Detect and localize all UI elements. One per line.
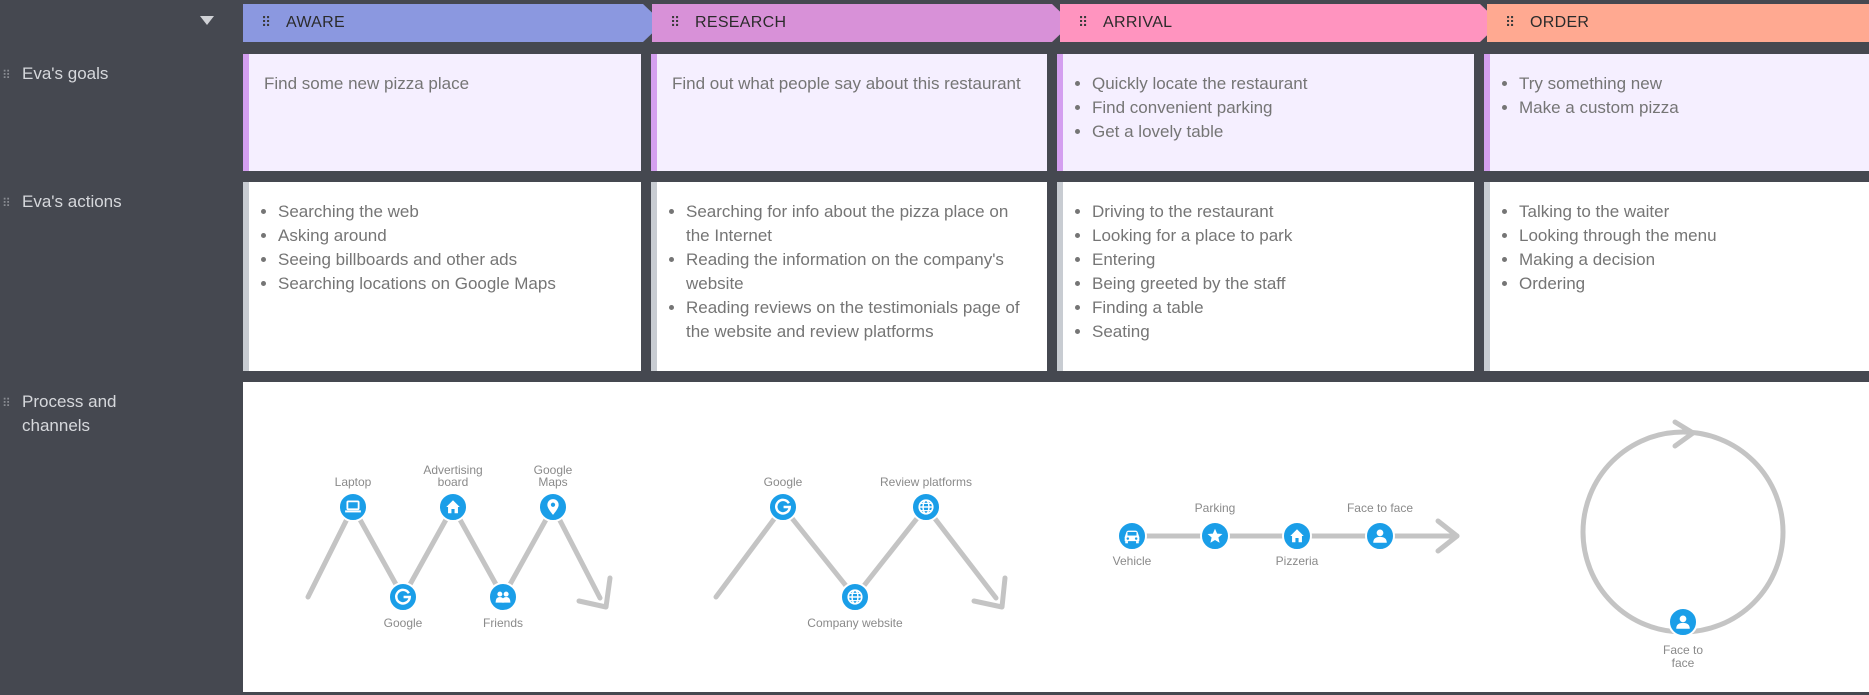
stage-name: ARRIVAL (1103, 14, 1173, 31)
goal-card-aware[interactable]: Find some new pizza place (243, 54, 641, 171)
stage-header-shape (243, 4, 663, 42)
node-label: Google (534, 463, 573, 477)
node-label: Google (764, 475, 803, 489)
drag-handle-icon[interactable]: ⠿ (261, 14, 272, 30)
list-item: Find convenient parking (1092, 96, 1456, 120)
goal-list: Try something new Make a custom pizza (1505, 72, 1851, 120)
laptop-icon[interactable] (338, 492, 368, 522)
collapse-toggle-icon[interactable] (200, 16, 214, 25)
row-drag-handle-icon[interactable]: ⠿ (2, 396, 11, 410)
goal-card-order[interactable]: Try something new Make a custom pizza (1484, 54, 1869, 171)
stage-header-research[interactable]: ⠿ RESEARCH (652, 4, 1072, 42)
node-label: board (438, 475, 469, 489)
home-icon[interactable] (1282, 521, 1312, 551)
stage-name: RESEARCH (695, 14, 787, 31)
process-channels-panel[interactable]: Laptop Google Advertising board Friends … (243, 382, 1869, 692)
person-icon[interactable] (1365, 521, 1395, 551)
list-item: Seating (1092, 320, 1456, 344)
node-label: Laptop (335, 475, 372, 489)
list-item: Looking through the menu (1519, 224, 1851, 248)
goal-text: Find out what people say about this rest… (672, 74, 1021, 93)
home-icon[interactable] (438, 492, 468, 522)
node-label: Friends (483, 616, 523, 630)
list-item: Talking to the waiter (1519, 200, 1851, 224)
list-item: Quickly locate the restaurant (1092, 72, 1456, 96)
google-icon[interactable] (388, 582, 418, 612)
node-label: Pizzeria (1276, 554, 1319, 568)
stage-header-shape (1060, 4, 1500, 42)
row-label-actions: Eva's actions (22, 192, 122, 211)
action-card-order[interactable]: Talking to the waiter Looking through th… (1484, 182, 1869, 371)
people-icon[interactable] (488, 582, 518, 612)
list-item: Asking around (278, 224, 623, 248)
stage-header-shape (652, 4, 1072, 42)
list-item: Seeing billboards and other ads (278, 248, 623, 272)
list-item: Reading reviews on the testimonials page… (686, 296, 1029, 344)
list-item: Looking for a place to park (1092, 224, 1456, 248)
stage-header-order[interactable]: ⠿ ORDER (1487, 4, 1869, 42)
google-icon[interactable] (768, 492, 798, 522)
list-item: Driving to the restaurant (1092, 200, 1456, 224)
node-label: Vehicle (1113, 554, 1152, 568)
goal-list: Quickly locate the restaurant Find conve… (1078, 72, 1456, 144)
aware-channel-path (305, 504, 613, 610)
node-label: Parking (1195, 501, 1236, 515)
list-item: Ordering (1519, 272, 1851, 296)
order-channel-loop (1580, 419, 1786, 635)
stage-name: ORDER (1530, 14, 1590, 31)
row-label-line: channels (22, 416, 91, 435)
drag-handle-icon[interactable]: ⠿ (670, 14, 681, 30)
node-label: face (1672, 656, 1695, 670)
row-label-goals: Eva's goals (22, 64, 109, 83)
stage-name: AWARE (286, 14, 345, 31)
stage-header-shape (1487, 4, 1869, 42)
action-list: Searching for info about the pizza place… (672, 200, 1029, 344)
list-item: Try something new (1519, 72, 1851, 96)
node-label: Advertising (423, 463, 482, 477)
list-item: Searching for info about the pizza place… (686, 200, 1029, 248)
goal-card-research[interactable]: Find out what people say about this rest… (651, 54, 1047, 171)
list-item: Making a decision (1519, 248, 1851, 272)
stage-header-arrival[interactable]: ⠿ ARRIVAL (1060, 4, 1500, 42)
list-item: Searching the web (278, 200, 623, 224)
list-item: Reading the information on the company's… (686, 248, 1029, 296)
node-label: Google (384, 616, 423, 630)
list-item: Finding a table (1092, 296, 1456, 320)
list-item: Searching locations on Google Maps (278, 272, 623, 296)
process-diagram: Laptop Google Advertising board Friends … (305, 419, 1786, 670)
list-item: Being greeted by the staff (1092, 272, 1456, 296)
action-card-arrival[interactable]: Driving to the restaurant Looking for a … (1057, 182, 1474, 371)
row-label-process: Process and channels (22, 390, 117, 438)
globe-icon[interactable] (911, 492, 941, 522)
star-icon[interactable] (1200, 521, 1230, 551)
globe-icon[interactable] (840, 582, 870, 612)
action-list: Talking to the waiter Looking through th… (1505, 200, 1851, 296)
node-label: Review platforms (880, 475, 972, 489)
list-item: Entering (1092, 248, 1456, 272)
action-list: Searching the web Asking around Seeing b… (264, 200, 623, 296)
row-drag-handle-icon[interactable]: ⠿ (2, 68, 11, 82)
action-card-research[interactable]: Searching for info about the pizza place… (651, 182, 1047, 371)
drag-handle-icon[interactable]: ⠿ (1078, 14, 1089, 30)
node-label: Face to (1663, 643, 1703, 657)
action-list: Driving to the restaurant Looking for a … (1078, 200, 1456, 344)
goal-text: Find some new pizza place (264, 74, 470, 93)
list-item: Get a lovely table (1092, 120, 1456, 144)
drag-handle-icon[interactable]: ⠿ (1505, 14, 1516, 30)
node-label: Company website (807, 616, 903, 630)
person-icon[interactable] (1668, 607, 1698, 637)
row-drag-handle-icon[interactable]: ⠿ (2, 196, 11, 210)
car-icon[interactable] (1117, 521, 1147, 551)
action-card-aware[interactable]: Searching the web Asking around Seeing b… (243, 182, 641, 371)
node-label: Face to face (1347, 501, 1413, 515)
stage-header-aware[interactable]: ⠿ AWARE (243, 4, 663, 42)
node-label: Maps (538, 475, 567, 489)
goal-card-arrival[interactable]: Quickly locate the restaurant Find conve… (1057, 54, 1474, 171)
list-item: Make a custom pizza (1519, 96, 1851, 120)
row-label-line: Process and (22, 392, 117, 411)
map-pin-icon[interactable] (538, 492, 568, 522)
